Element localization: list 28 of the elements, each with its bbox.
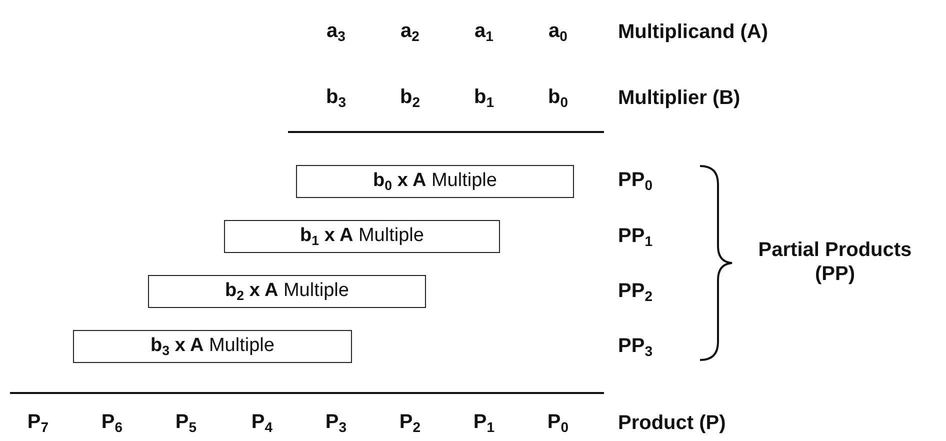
label: b$_{1}$ xyxy=(474,85,494,111)
partial-product-box: b$_{2}$ x A Multiple xyxy=(148,275,426,308)
label: P$_{0}$ xyxy=(547,410,569,436)
label: Partial Products (PP) xyxy=(757,238,913,286)
label: PP$_{3}$ xyxy=(618,334,652,360)
label: b$_{0}$ xyxy=(548,85,568,111)
label: Multiplier (B) xyxy=(618,86,740,110)
label: P$_{4}$ xyxy=(251,410,273,436)
label: P$_{1}$ xyxy=(473,410,495,436)
partial-product-box: b$_{1}$ x A Multiple xyxy=(224,220,500,253)
label: a$_{0}$ xyxy=(548,19,568,45)
partial-product-box: b$_{3}$ x A Multiple xyxy=(73,330,352,363)
label: PP$_{2}$ xyxy=(618,279,652,305)
label: a$_{2}$ xyxy=(400,19,420,45)
label: P$_{2}$ xyxy=(399,410,421,436)
label: PP$_{1}$ xyxy=(618,224,652,250)
label: P$_{5}$ xyxy=(175,410,197,436)
label: b$_{2}$ xyxy=(400,85,420,111)
label: a$_{1}$ xyxy=(474,19,494,45)
label: a$_{3}$ xyxy=(326,19,346,45)
label: P$_{6}$ xyxy=(101,410,123,436)
label: PP$_{0}$ xyxy=(618,168,652,194)
label: P$_{7}$ xyxy=(27,410,49,436)
label: Product (P) xyxy=(618,411,726,435)
label: P$_{3}$ xyxy=(325,410,347,436)
label: Multiplicand (A) xyxy=(618,20,768,44)
label: b$_{3}$ xyxy=(326,85,346,111)
partial-product-box: b$_{0}$ x A Multiple xyxy=(296,165,574,198)
